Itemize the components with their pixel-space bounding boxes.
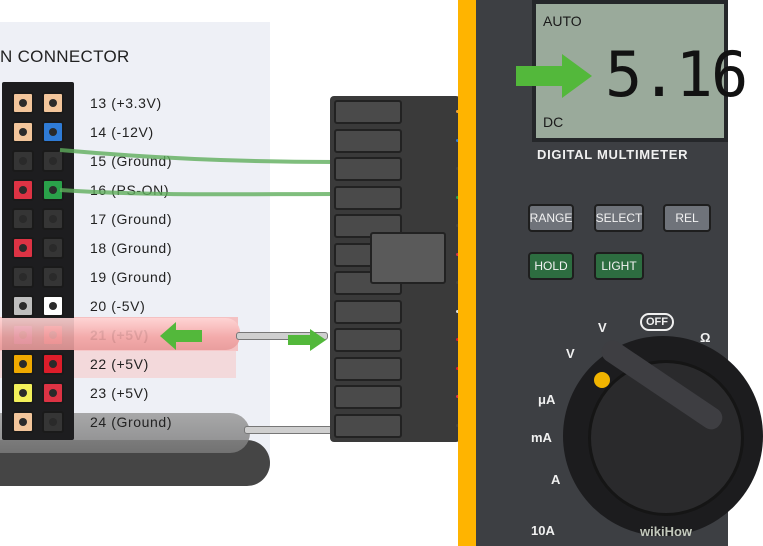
rel-button[interactable]: REL [663,204,711,232]
pin-hole [19,418,27,426]
pin-left-18 [12,237,34,259]
pin-right-15 [42,150,64,172]
pin-hole [49,389,57,397]
pin-hole [49,215,57,223]
pin-right-23 [42,382,64,404]
jack-10a-label: 10A [531,523,555,538]
pin-right-18 [42,237,64,259]
connector-slot [334,385,402,409]
pin-hole [49,302,57,310]
pin-hole [19,99,27,107]
connector-slot [334,128,402,153]
mode-auto: AUTO [543,13,582,29]
dial-mark-ua: μA [538,392,556,407]
pin-label: 19 (Ground) [90,269,173,285]
connector-slot [334,328,402,352]
pin-right-13 [42,92,64,114]
voltage-reading: 5.16 [605,38,748,111]
pin-right-17 [42,208,64,230]
pin-hole [49,360,57,368]
pin-hole [49,157,57,165]
light-button[interactable]: LIGHT [594,252,644,280]
dial-indicator-dot [594,372,610,388]
pin-left-15 [12,150,34,172]
pin-label: 24 (Ground) [90,414,173,430]
pin-right-20 [42,295,64,317]
pin-label: 22 (+5V) [90,356,149,372]
pin-hole [49,99,57,107]
connector-title: N CONNECTOR [0,47,130,66]
pin-label: 23 (+5V) [90,385,149,401]
connector-latch [370,232,446,284]
pin-right-24 [42,411,64,433]
pin-hole [19,128,27,136]
pin-label: 17 (Ground) [90,211,173,227]
connector-slot [334,185,402,210]
pin-right-22 [42,353,64,375]
pin-hole [49,128,57,136]
dial-mark-ohm: Ω [700,330,711,345]
pin-left-13 [12,92,34,114]
pin-right-14 [42,121,64,143]
red-probe [0,318,240,350]
black-probe-tip [244,426,336,434]
pin-hole [49,186,57,194]
pin-label: 20 (-5V) [90,298,146,314]
pin-label: 13 (+3.3V) [90,95,162,111]
pin-left-22 [12,353,34,375]
dial-mark-a: A [551,472,561,487]
pin-hole [19,273,27,281]
range-button[interactable]: RANGE [528,204,574,232]
arrow-left-icon [160,322,202,350]
hold-button[interactable]: HOLD [528,252,574,280]
pin-left-20 [12,295,34,317]
pin-left-14 [12,121,34,143]
arrow-right-icon [516,54,592,98]
pin-left-24 [12,411,34,433]
pin-left-19 [12,266,34,288]
connector-slot [334,299,402,324]
jumper-wire [59,148,337,197]
connector-slot [334,356,402,381]
pin-label: 14 (-12V) [90,124,154,140]
dial-mark-v-dc: V [598,320,607,335]
pin-hole [19,360,27,368]
pin-hole [19,157,27,165]
wikihow-watermark: wikiHow [640,524,693,539]
pin-label: 18 (Ground) [90,240,173,256]
connector-slot [334,100,402,124]
pin-hole [49,273,57,281]
mode-dc: DC [543,114,564,130]
pin-left-23 [12,382,34,404]
connector-slot [334,413,402,438]
pin-hole [19,186,27,194]
red-probe-tip [236,332,328,340]
pin-hole [49,418,57,426]
dial-knob[interactable] [588,360,744,516]
pin-right-19 [42,266,64,288]
pin-hole [19,389,27,397]
connector-slot [334,157,402,181]
pin-hole [19,215,27,223]
select-button[interactable]: SELECT [594,204,644,232]
pin-hole [19,244,27,252]
multimeter-model: DIGITAL MULTIMETER [537,147,689,162]
dial-off-label: OFF [640,313,674,331]
pin-left-17 [12,208,34,230]
pin-left-16 [12,179,34,201]
dial-mark-v-ac: V [566,346,575,361]
arrow-right-icon [288,329,326,351]
pin-hole [19,302,27,310]
pin-hole [49,244,57,252]
dial-mark-ma: mA [531,430,552,445]
